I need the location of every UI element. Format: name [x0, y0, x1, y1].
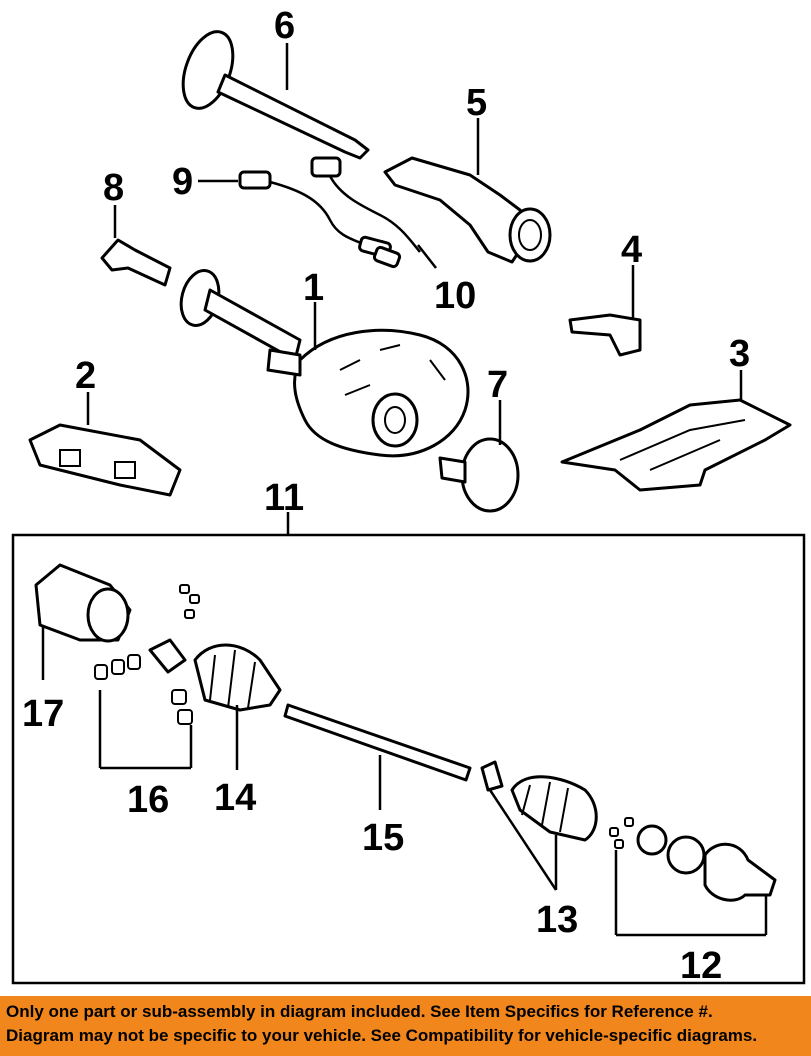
callout-14: 14: [214, 777, 256, 819]
part-13-cv-boot-outer[interactable]: [480, 760, 598, 842]
part-8-stud[interactable]: [100, 238, 172, 287]
callout-12: 12: [680, 945, 722, 987]
part-3-skid-plate[interactable]: [560, 398, 792, 492]
part-10-sensor-wire[interactable]: [310, 156, 421, 269]
part-9-sensor-wire[interactable]: [238, 170, 392, 259]
callout-13: 13: [536, 899, 578, 941]
part-17-cv-housing[interactable]: [34, 563, 132, 643]
callout-4: 4: [621, 229, 642, 271]
callout-2: 2: [75, 355, 96, 397]
part-11-assembly-frame: [11, 533, 806, 985]
part-16-bearing-kit[interactable]: [94, 584, 200, 725]
callout-8: 8: [103, 167, 124, 209]
part-1-differential-carrier[interactable]: [175, 266, 470, 458]
leader-lines: [41, 43, 768, 937]
part-4-bracket[interactable]: [568, 313, 642, 357]
callout-6: 6: [274, 5, 295, 47]
callout-17: 17: [22, 693, 64, 735]
part-5-axle-housing[interactable]: [383, 156, 552, 264]
callout-1: 1: [303, 267, 324, 309]
callout-5: 5: [466, 82, 487, 124]
callout-7: 7: [487, 364, 508, 406]
callout-9: 9: [172, 161, 193, 203]
part-15-axle-shaft[interactable]: [283, 703, 472, 782]
callout-16: 16: [127, 779, 169, 821]
callout-labels: 1 2 3 4 5 6 7 8 9 10 11 12 13 14 15 16 1…: [22, 5, 750, 987]
callout-10: 10: [434, 275, 476, 317]
disclaimer-banner: Only one part or sub-assembly in diagram…: [0, 996, 811, 1056]
part-7-flange[interactable]: [438, 437, 520, 513]
callout-3: 3: [729, 333, 750, 375]
callout-11: 11: [264, 477, 304, 519]
part-2-mount-bracket[interactable]: [28, 423, 182, 497]
part-14-cv-boot-inner[interactable]: [193, 643, 282, 712]
callout-15: 15: [362, 817, 404, 859]
disclaimer-line-2: Diagram may not be specific to your vehi…: [6, 1026, 758, 1045]
parts-diagram: 1 2 3 4 5 6 7 8 9 10 11 12 13 14 15 16 1…: [11, 5, 806, 987]
part-12-outer-cv-joint[interactable]: [609, 817, 777, 902]
disclaimer-line-1: Only one part or sub-assembly in diagram…: [6, 1002, 713, 1021]
part-6-axle-shaft[interactable]: [174, 25, 370, 160]
